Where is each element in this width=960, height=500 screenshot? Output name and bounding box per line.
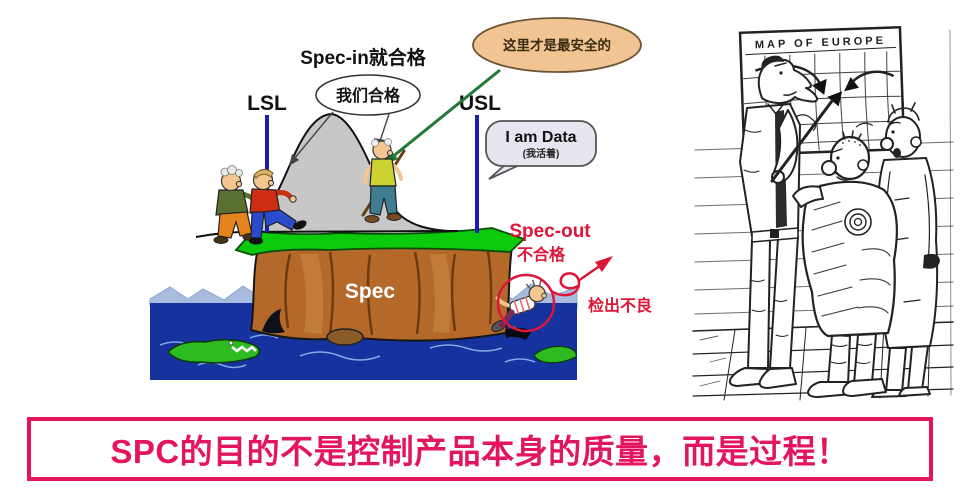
- falling-man: [491, 279, 547, 340]
- i-am-alive-text: (我活着): [523, 147, 560, 160]
- green-fish-icon: [533, 345, 577, 364]
- man-on-slope: [361, 138, 406, 223]
- safest-text: 这里才是最安全的: [503, 37, 611, 53]
- lsl-label: LSL: [247, 92, 287, 115]
- i-am-data-text: I am Data: [505, 129, 576, 146]
- spec-cliff: Spec: [249, 245, 514, 346]
- shark-fin-icon: [262, 309, 285, 334]
- grass-ledge: [234, 227, 526, 256]
- usl-label: USL: [459, 92, 501, 115]
- i-am-data-bubble: I am Data (我活着): [485, 120, 597, 180]
- arrow-loop: [550, 272, 581, 297]
- detect-defect-label: 检出不良: [588, 296, 652, 315]
- not-qualified-label: 不合格: [517, 245, 566, 264]
- slogan-banner: SPC的目的不是控制产品本身的质量，而是过程！: [27, 417, 933, 481]
- safest-bubble: 这里才是最安全的: [472, 17, 642, 73]
- spec-out-label: Spec-out: [509, 221, 591, 242]
- men-at-edge: [213, 165, 307, 245]
- bubble-arrow-right: [379, 113, 390, 142]
- spec-out-annotation: Spec-out 不合格 检出不良: [496, 221, 652, 333]
- sweater-hatching: [811, 201, 891, 317]
- spec-in-title: Spec-in就合格: [300, 46, 427, 69]
- defect-circle: [496, 273, 556, 333]
- fallen-rock: [326, 328, 364, 346]
- cliff-streaks: [284, 251, 493, 336]
- spec-label: Spec: [345, 280, 396, 303]
- tall-presenter: [728, 55, 834, 389]
- we-pass-text: 我们合格: [336, 86, 401, 105]
- usl-limit: USL: [459, 92, 501, 233]
- we-pass-bubble: 我们合格: [289, 74, 421, 166]
- map-title: MAP OF EUROPE: [755, 35, 886, 52]
- crocodile-icon: [166, 339, 260, 364]
- short-bald-man: [792, 130, 898, 398]
- pointer-target-arrow: [827, 91, 843, 107]
- cartoon-panel: MAP OF EUROPE: [692, 25, 954, 401]
- slogan-text: SPC的目的不是控制产品本身的质量，而是过程！: [110, 433, 850, 470]
- bubble-arrow-left: [293, 111, 334, 160]
- illustration-canvas: Spec LSL USL Spec-in就合格 我们合格 这里才是最安全的: [149, 17, 954, 401]
- pointer-stick: [770, 99, 834, 183]
